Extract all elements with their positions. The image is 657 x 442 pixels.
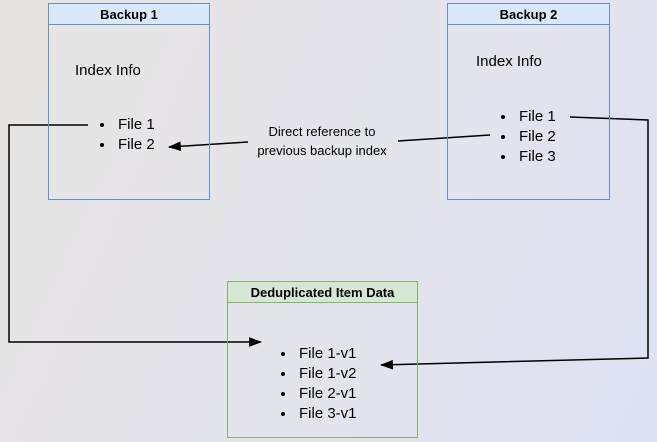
list-item: File 1-v2: [296, 364, 357, 384]
edge-label-line1: Direct reference to: [268, 124, 376, 139]
backup2-body: Index Info File 1 File 2 File 3: [448, 25, 609, 199]
list-item: File 1: [115, 115, 155, 135]
list-item: File 3: [516, 147, 556, 167]
dedup-body: File 1-v1 File 1-v2 File 2-v1 File 3-v1: [228, 303, 417, 437]
list-item: File 2: [516, 127, 556, 147]
backup1-box: Backup 1 Index Info File 1 File 2: [48, 3, 210, 200]
backup1-title: Backup 1: [100, 6, 158, 22]
dedup-title: Deduplicated Item Data: [250, 284, 395, 300]
backup2-box: Backup 2 Index Info File 1 File 2 File 3: [447, 3, 610, 200]
dedup-header: Deduplicated Item Data: [228, 282, 417, 303]
dedup-file-list: File 1-v1 File 1-v2 File 2-v1 File 3-v1: [279, 344, 357, 424]
list-item: File 3-v1: [296, 404, 357, 424]
list-item: File 1: [516, 107, 556, 127]
list-item: File 2-v1: [296, 384, 357, 404]
edge-label-line2: previous backup index: [257, 142, 387, 158]
list-item: File 1-v1: [296, 344, 357, 364]
backup2-header: Backup 2: [448, 4, 609, 25]
list-item: File 2: [115, 135, 155, 155]
backup1-subtitle: Index Info: [75, 62, 141, 79]
backup1-header: Backup 1: [49, 4, 209, 25]
dedup-box: Deduplicated Item Data File 1-v1 File 1-…: [227, 281, 418, 438]
backup2-subtitle: Index Info: [476, 53, 542, 70]
edge-label-direct-reference: Direct reference to previous backup inde…: [232, 123, 412, 160]
backup1-file-list: File 1 File 2: [98, 115, 155, 155]
backup2-file-list: File 1 File 2 File 3: [499, 107, 556, 167]
backup2-title: Backup 2: [499, 6, 558, 22]
backup1-body: Index Info File 1 File 2: [49, 25, 209, 199]
